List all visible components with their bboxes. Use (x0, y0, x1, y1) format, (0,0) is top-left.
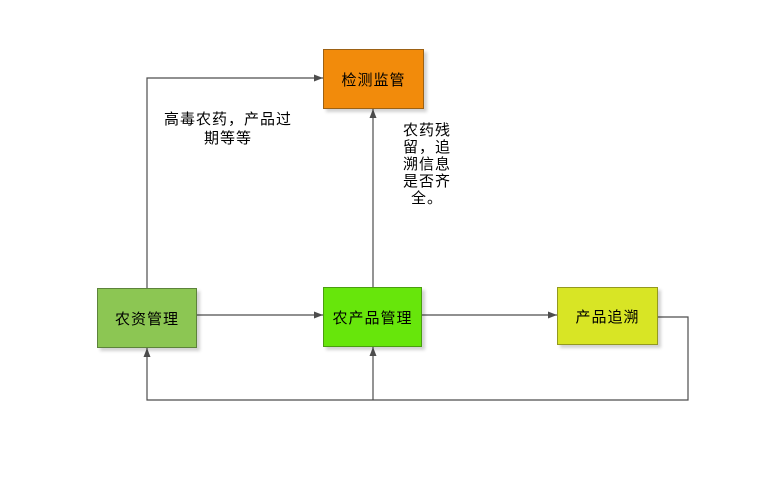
node-agri-input-management: 农资管理 (97, 288, 197, 348)
connector-agri-input-to-detection (146, 74, 323, 288)
node-label: 检测监管 (341, 71, 406, 89)
node-agri-product-management: 农产品管理 (323, 287, 422, 347)
node-product-traceability: 产品追溯 (557, 287, 658, 345)
connector-traceability-to-agri-input (143, 316, 689, 401)
node-label: 农资管理 (114, 310, 179, 328)
node-label: 农产品管理 (332, 309, 413, 327)
node-detection-supervision: 检测监管 (323, 49, 424, 109)
edge-label-toxic-pesticide-note: 高毒农药，产品过期等等 (164, 111, 293, 147)
node-label: 产品追溯 (575, 308, 640, 326)
edge-label-residue-trace-note: 农药残留，追溯信息是否齐全。 (402, 122, 451, 207)
